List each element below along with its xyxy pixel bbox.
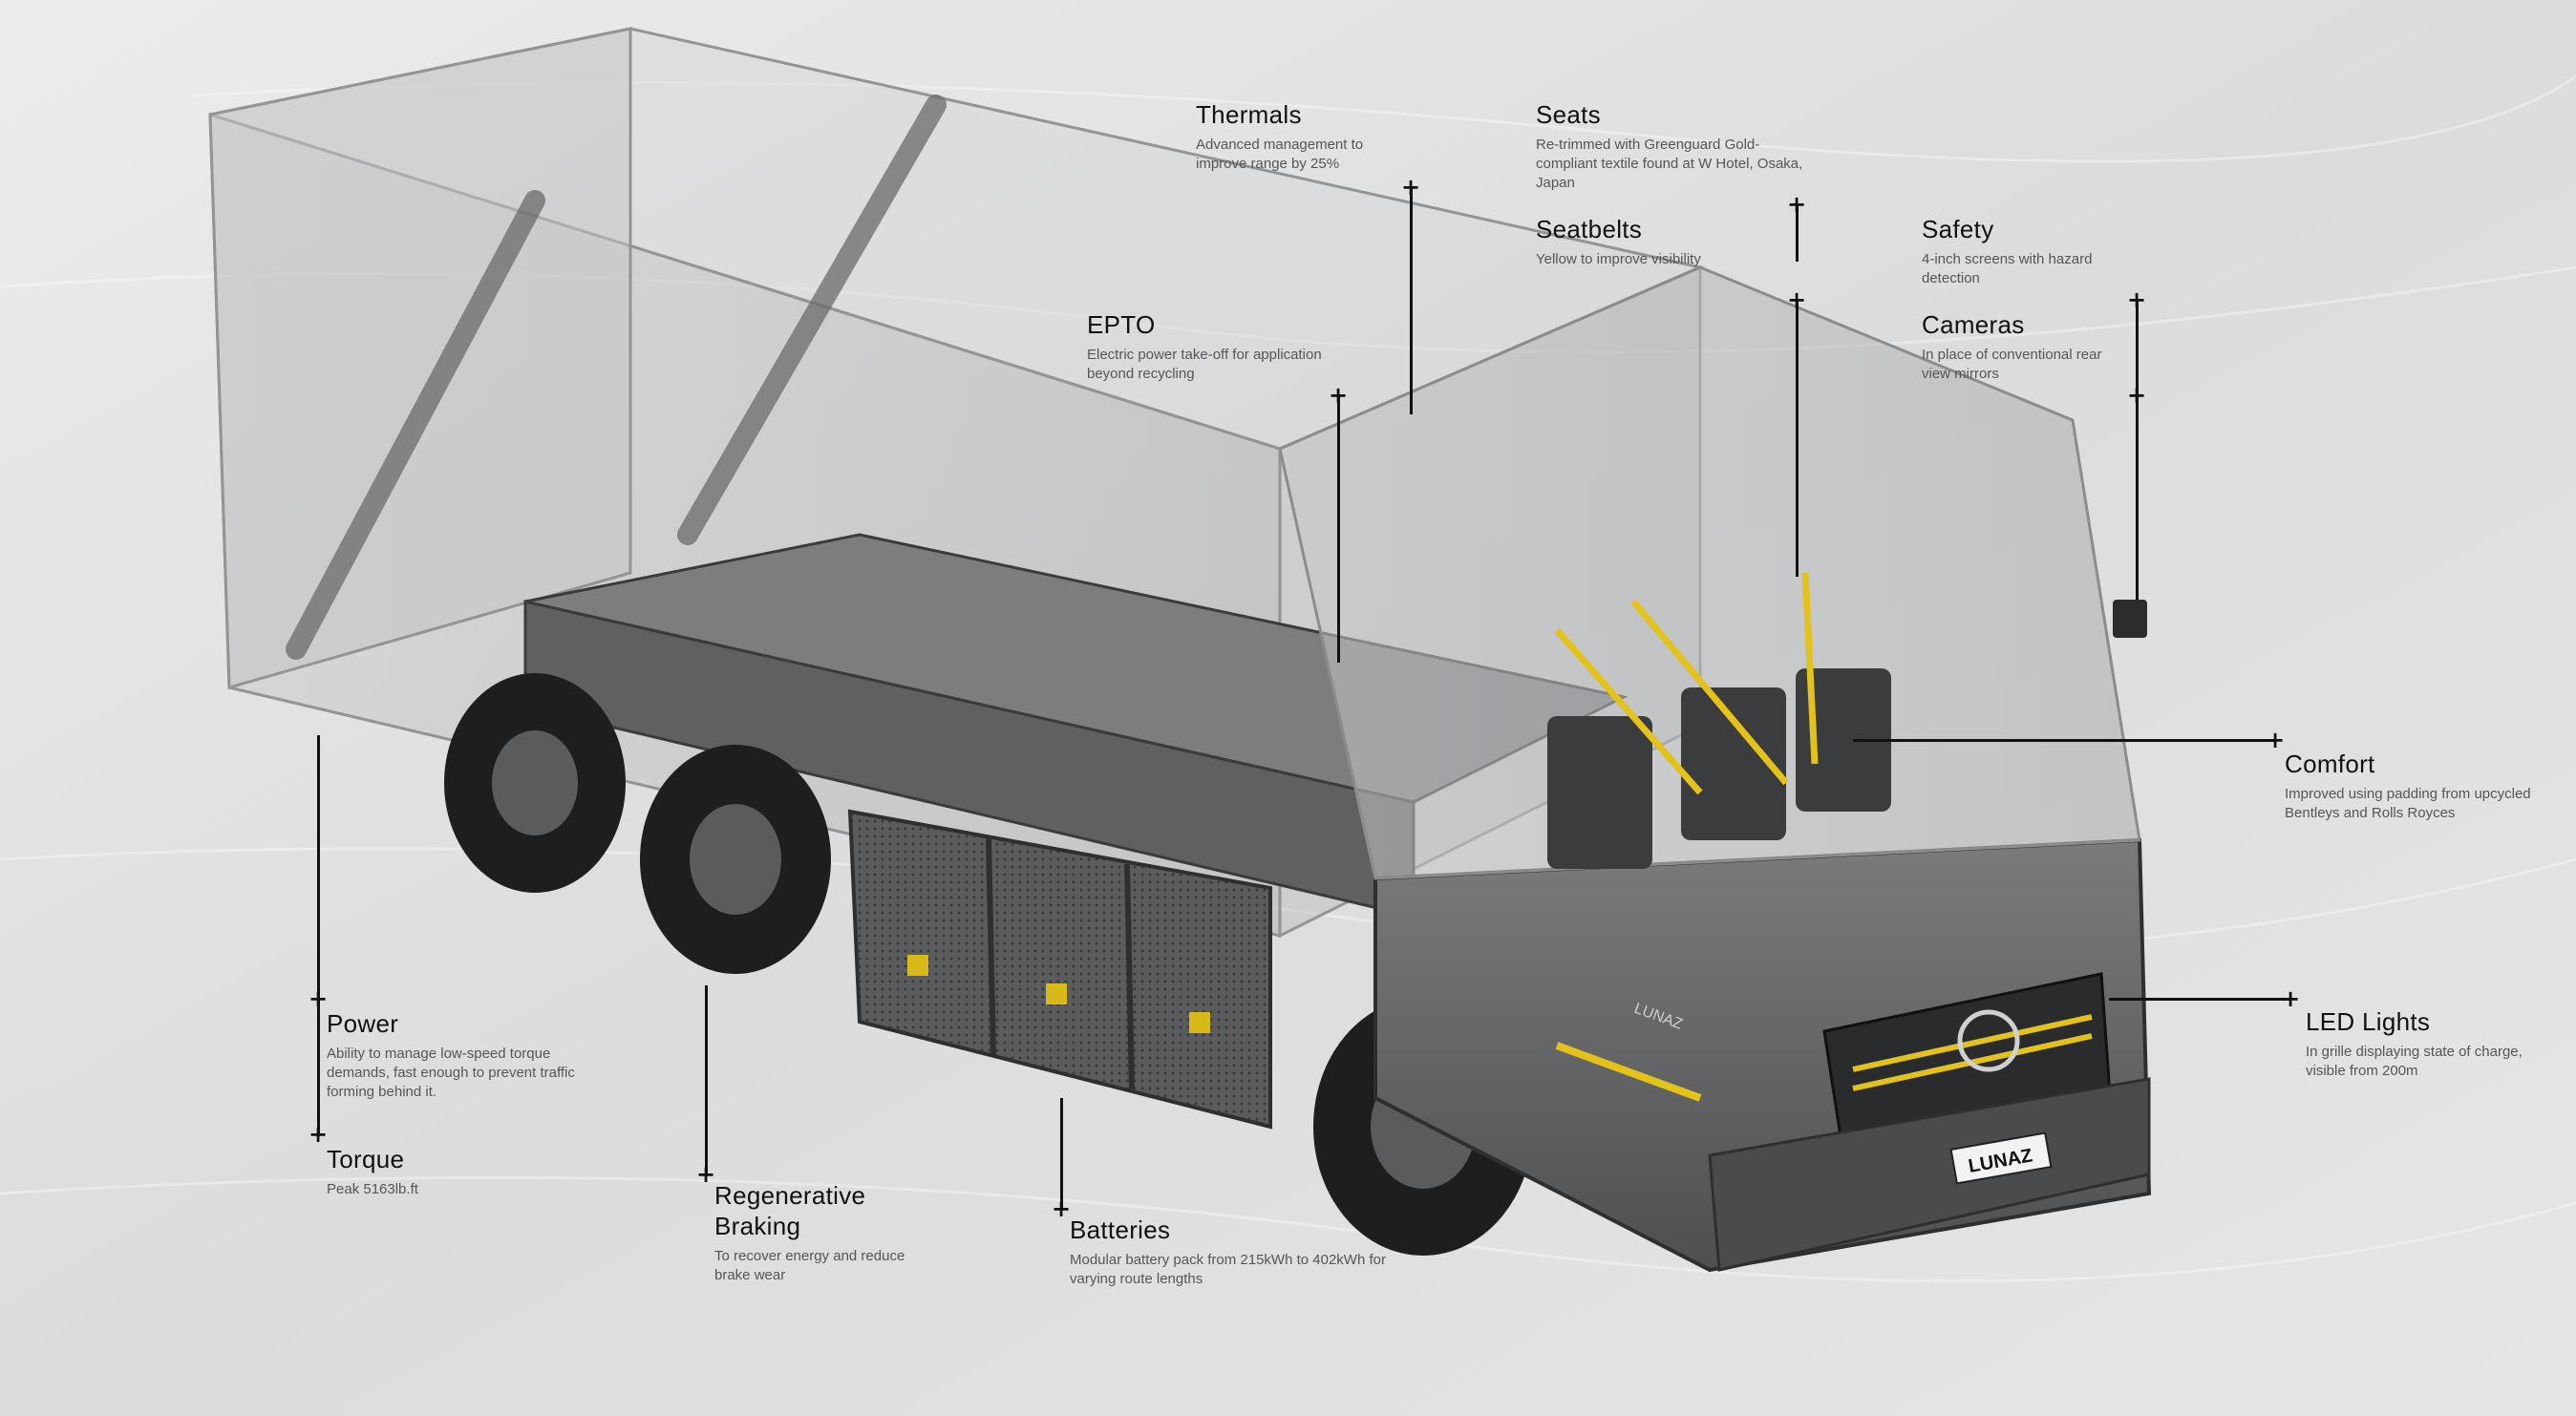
callout-desc: Ability to manage low-speed torque deman… [327,1046,575,1100]
power-plus-icon[interactable]: + [309,985,329,1012]
callout-torque: Torque Peak 5163lb.ft [327,1144,565,1199]
callout-desc: Modular battery pack from 215kWh to 402k… [1070,1252,1386,1287]
safety-plus-icon[interactable]: + [2127,286,2147,313]
led-lights-leader [2109,998,2290,1001]
thermals-leader [1410,187,1413,414]
seats [1547,668,1891,869]
callout-title: Seats [1536,100,1601,129]
batteries-leader [1060,1098,1063,1211]
camera-mount [2113,600,2147,638]
regen-plus-icon[interactable]: + [696,1161,716,1188]
callout-title: Thermals [1196,100,1302,129]
callout-title: Torque [327,1145,405,1173]
callout-desc: Electric power take-off for application … [1087,347,1322,382]
thermals-plus-icon[interactable]: + [1401,174,1421,201]
callout-seatbelts: Seatbelts Yellow to improve visibility [1536,214,1784,269]
power-leader [317,735,320,1136]
led-lights-plus-icon[interactable]: + [2281,985,2301,1012]
callout-title: Power [327,1009,399,1038]
callout-desc: Yellow to improve visibility [1536,251,1701,267]
callout-thermals: Thermals Advanced management to improve … [1196,99,1416,174]
callout-title: LED Lights [2306,1007,2431,1036]
callout-safety: Safety 4-inch screens with hazard detect… [1922,214,2132,288]
comfort-leader [1853,739,2275,742]
cab: LUNAZ LUNAZ [1278,265,2152,1273]
callout-desc: Re-trimmed with Greenguard Gold-complian… [1536,137,1803,191]
callout-led-lights: LED Lights In grille displaying state of… [2306,1006,2544,1081]
rear-wheel-2 [640,745,831,974]
safety-leader [2136,300,2139,395]
callout-desc: To recover energy and reduce brake wear [714,1248,905,1283]
number-plate [1949,1131,2053,1185]
battery-packs [847,809,1272,1130]
comfort-plus-icon[interactable]: + [2266,727,2286,753]
cameras-leader [2136,395,2139,600]
callout-regenerative-braking: Regenerative Braking To recover energy a… [714,1180,944,1285]
callout-comfort: Comfort Improved using padding from upcy… [2285,749,2543,823]
callout-title: Safety [1922,215,1994,243]
callout-title: Seatbelts [1536,215,1643,243]
callout-desc: Peak 5163lb.ft [327,1181,418,1197]
callout-title: Regenerative Braking [714,1181,866,1240]
callout-desc: Advanced management to improve range by … [1196,137,1364,172]
callout-desc: 4-inch screens with hazard detection [1922,251,2093,286]
seatbelts-leader [1796,300,1799,577]
epto-leader [1337,395,1340,663]
callout-title: EPTO [1087,310,1156,339]
epto-plus-icon[interactable]: + [1329,382,1349,409]
rear-wheel-1 [444,673,626,893]
batteries-plus-icon[interactable]: + [1052,1195,1072,1222]
callout-cameras: Cameras In place of conventional rear vi… [1922,309,2132,384]
callout-epto: EPTO Electric power take-off for applica… [1087,309,1335,384]
seatbelts [1554,572,1819,795]
seatbelts-plus-icon[interactable]: + [1787,286,1807,313]
cameras-plus-icon[interactable]: + [2127,382,2147,409]
callout-title: Cameras [1922,310,2025,339]
regen-leader [705,985,708,1174]
callout-title: Batteries [1070,1215,1171,1244]
callout-batteries: Batteries Modular battery pack from 215k… [1070,1215,1394,1289]
callout-power: Power Ability to manage low-speed torque… [327,1008,585,1102]
lifting-arms [286,95,947,660]
torque-plus-icon[interactable]: + [309,1121,329,1148]
callout-desc: In grille displaying state of charge, vi… [2306,1044,2523,1079]
callout-desc: Improved using padding from upcycled Ben… [2285,786,2531,821]
seats-plus-icon[interactable]: + [1787,191,1807,218]
callout-desc: In place of conventional rear view mirro… [1922,347,2102,382]
seats-leader [1796,204,1799,262]
callout-seats: Seats Re-trimmed with Greenguard Gold-co… [1536,99,1813,193]
callout-title: Comfort [2285,750,2375,778]
